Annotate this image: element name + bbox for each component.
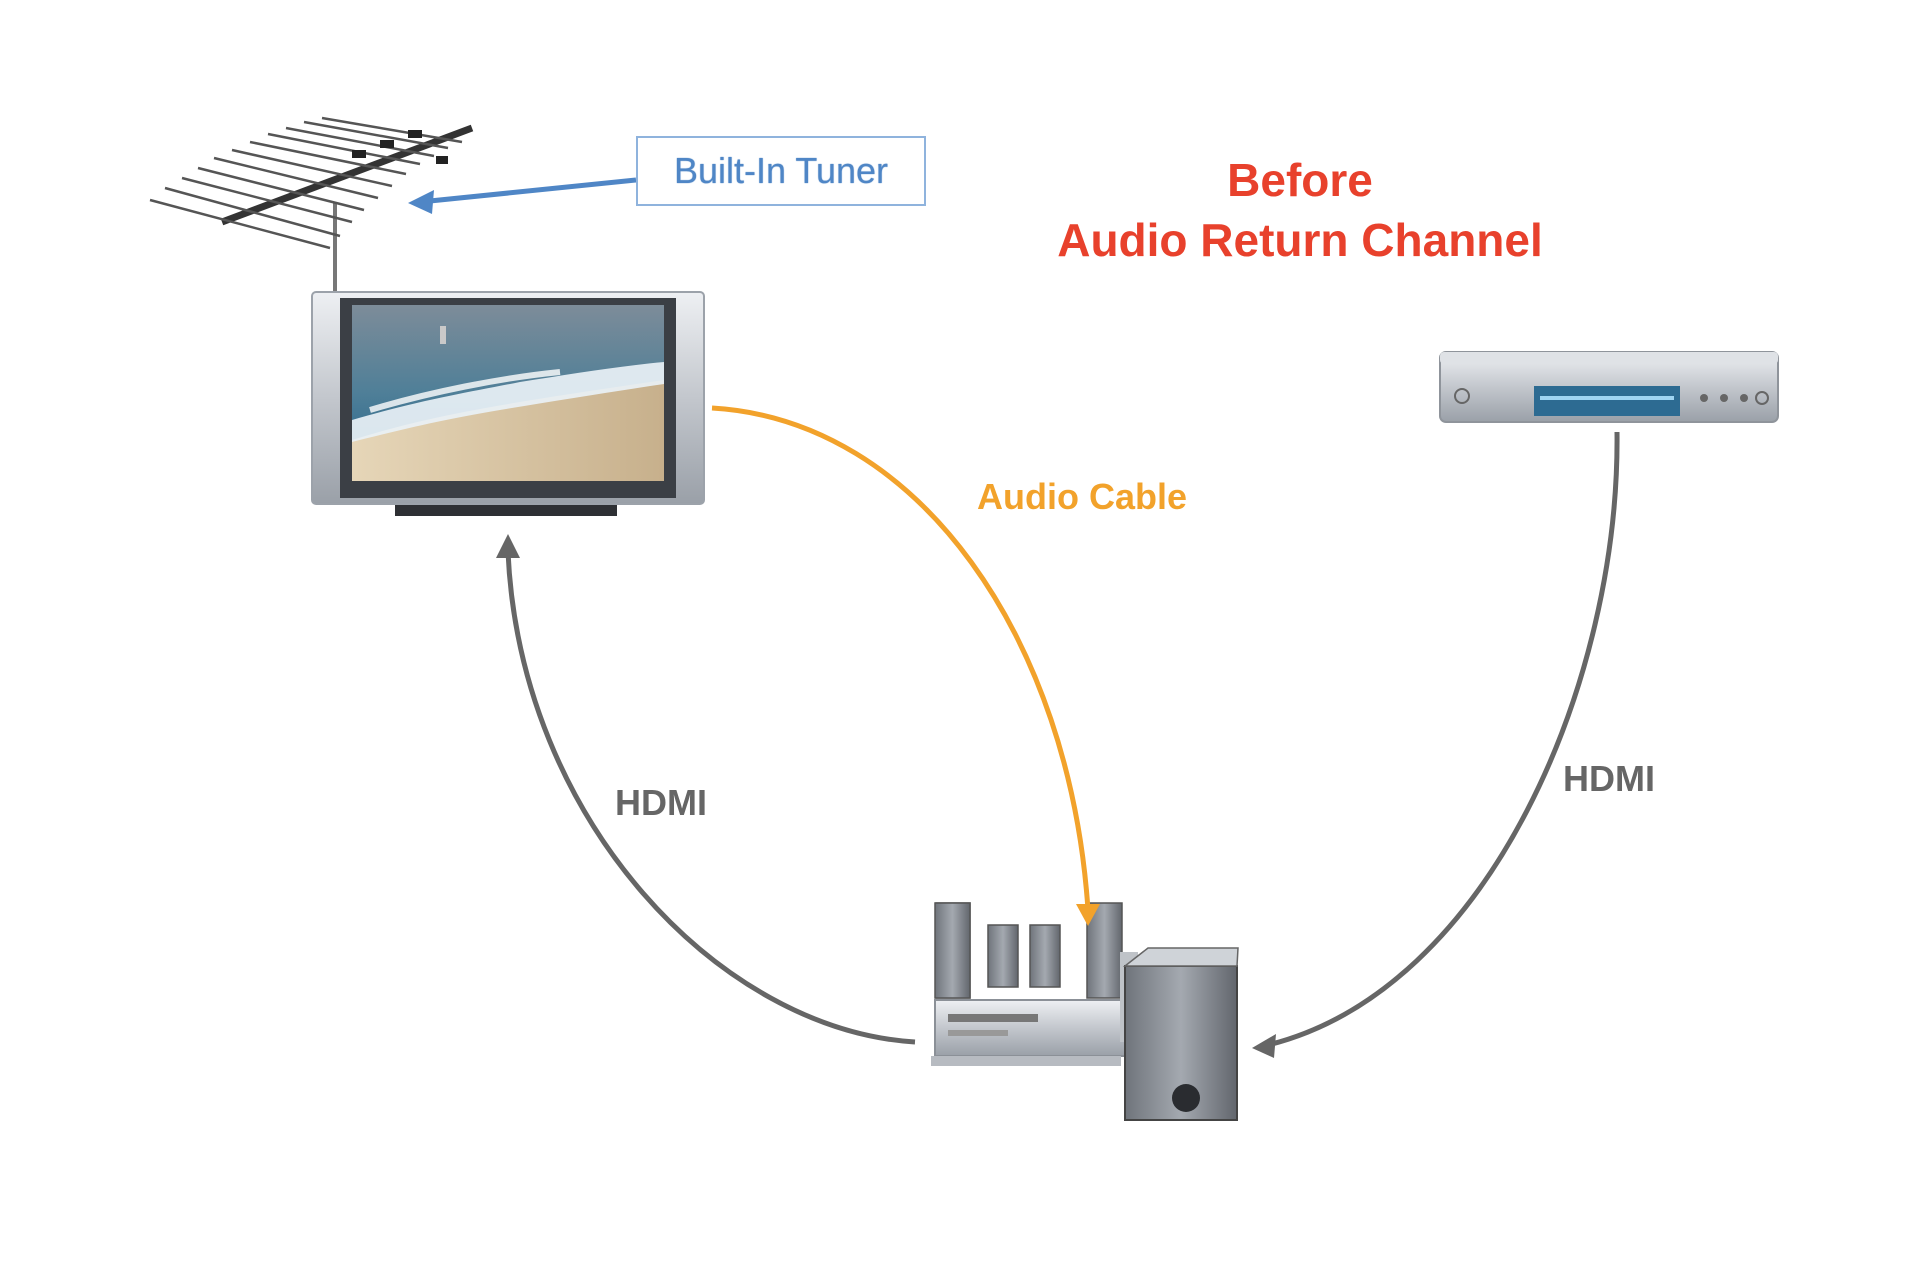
hdmi-left-label: HDMI (615, 782, 707, 823)
audio-cable-arrowhead-icon (1076, 904, 1100, 926)
hdmi-right-label: HDMI (1563, 758, 1655, 799)
title-line-1: Before (1227, 154, 1373, 206)
home-theater-system-icon (931, 902, 1239, 1121)
hdmi-left-connection (505, 551, 916, 1045)
audio-cable-connection (711, 405, 1091, 911)
diagram-title: Before Audio Return Channel (1000, 150, 1600, 270)
antenna-icon (149, 116, 474, 292)
flat-panel-tv-icon (311, 291, 705, 516)
tuner-arrow (419, 177, 637, 205)
built-in-tuner-label: Built-In Tuner (636, 136, 926, 206)
dvd-player-icon (1439, 351, 1779, 423)
hdmi-right-connection (1267, 431, 1620, 1048)
tuner-arrowhead-icon (408, 190, 434, 214)
title-line-2: Audio Return Channel (1057, 214, 1543, 266)
hdmi-right-arrowhead-icon (1252, 1034, 1276, 1058)
hdmi-left-arrowhead-icon (496, 534, 520, 558)
audio-cable-label: Audio Cable (977, 476, 1188, 517)
